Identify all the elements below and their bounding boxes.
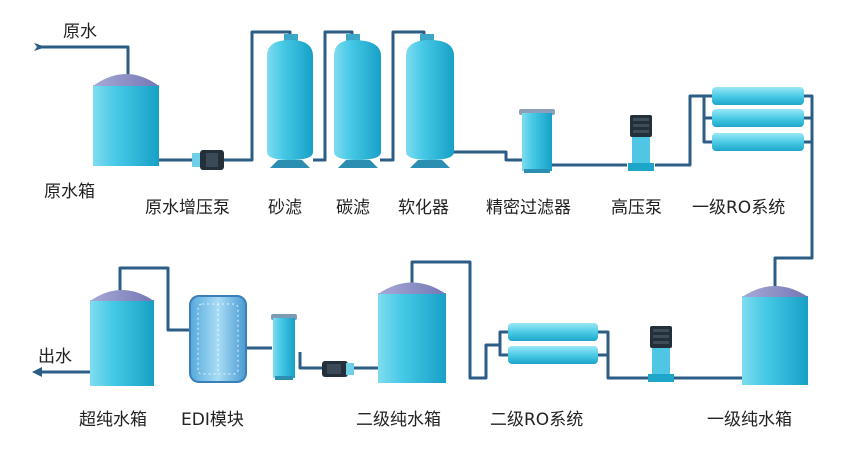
label-pure-tank1: 一级纯水箱 <box>707 410 792 430</box>
pipe-manifold-down <box>773 118 814 300</box>
label-edi-module: EDI模块 <box>181 410 244 430</box>
precision-filter <box>519 109 555 173</box>
pipe-ro2-right-manifold <box>598 330 610 355</box>
softener <box>406 34 454 168</box>
ro-stage2 <box>508 323 598 364</box>
booster-pump-2 <box>648 326 674 382</box>
label-high-pressure-pump: 高压泵 <box>611 198 662 218</box>
label-sand-filter: 砂滤 <box>268 198 302 218</box>
pipe-pump3-to-cartridge <box>298 352 325 370</box>
high-pressure-pump <box>628 115 654 171</box>
pipes <box>40 30 814 380</box>
label-ro-stage2: 二级RO系统 <box>490 410 583 430</box>
inlet-arrow-icon <box>34 43 46 51</box>
label-raw-booster-pump: 原水增压泵 <box>145 198 230 218</box>
label-water-out: 出水 <box>38 347 72 367</box>
pure-water-tank-2 <box>378 282 446 383</box>
sand-filter <box>267 34 313 168</box>
pipe-raw-inlet <box>40 45 130 78</box>
raw-booster-pump <box>192 150 224 170</box>
security-filter-cartridge <box>271 314 297 380</box>
pipe-edi-to-ultrapure <box>118 266 190 332</box>
edi-module <box>189 295 247 383</box>
ultrapure-water-tank <box>90 290 154 386</box>
label-ro-stage1: 一级RO系统 <box>692 198 785 218</box>
raw-water-tank <box>93 74 159 166</box>
pipe-softener-to-precision <box>453 150 522 162</box>
label-carbon-filter: 碳滤 <box>336 198 370 218</box>
outlet-arrow-icon <box>32 367 42 377</box>
label-pure-tank2: 二级纯水箱 <box>356 410 441 430</box>
pipe-hppump-to-ro1 <box>655 94 712 167</box>
arrows <box>32 43 46 377</box>
booster-pump-3 <box>322 361 354 377</box>
label-ultrapure-tank: 超纯水箱 <box>79 410 147 430</box>
pipe-pump2-to-ro2 <box>598 353 648 380</box>
label-softener: 软化器 <box>398 198 449 218</box>
label-raw-water-in: 原水 <box>63 22 97 42</box>
pipe-ro2-left-to-tank2 <box>410 260 500 380</box>
pipe-ro2-to-tank2 <box>498 330 508 357</box>
labels: 原水 原水箱 原水增压泵 砂滤 碳滤 软化器 精密过滤器 高压泵 一级RO系统 … <box>38 22 792 430</box>
ro-stage1 <box>712 87 804 151</box>
carbon-filter <box>334 34 381 168</box>
label-precision-filter: 精密过滤器 <box>486 198 571 218</box>
label-raw-water-tank: 原水箱 <box>44 182 95 202</box>
pure-water-tank-1 <box>742 286 808 385</box>
pipe-ro1-manifold-left <box>702 96 712 144</box>
